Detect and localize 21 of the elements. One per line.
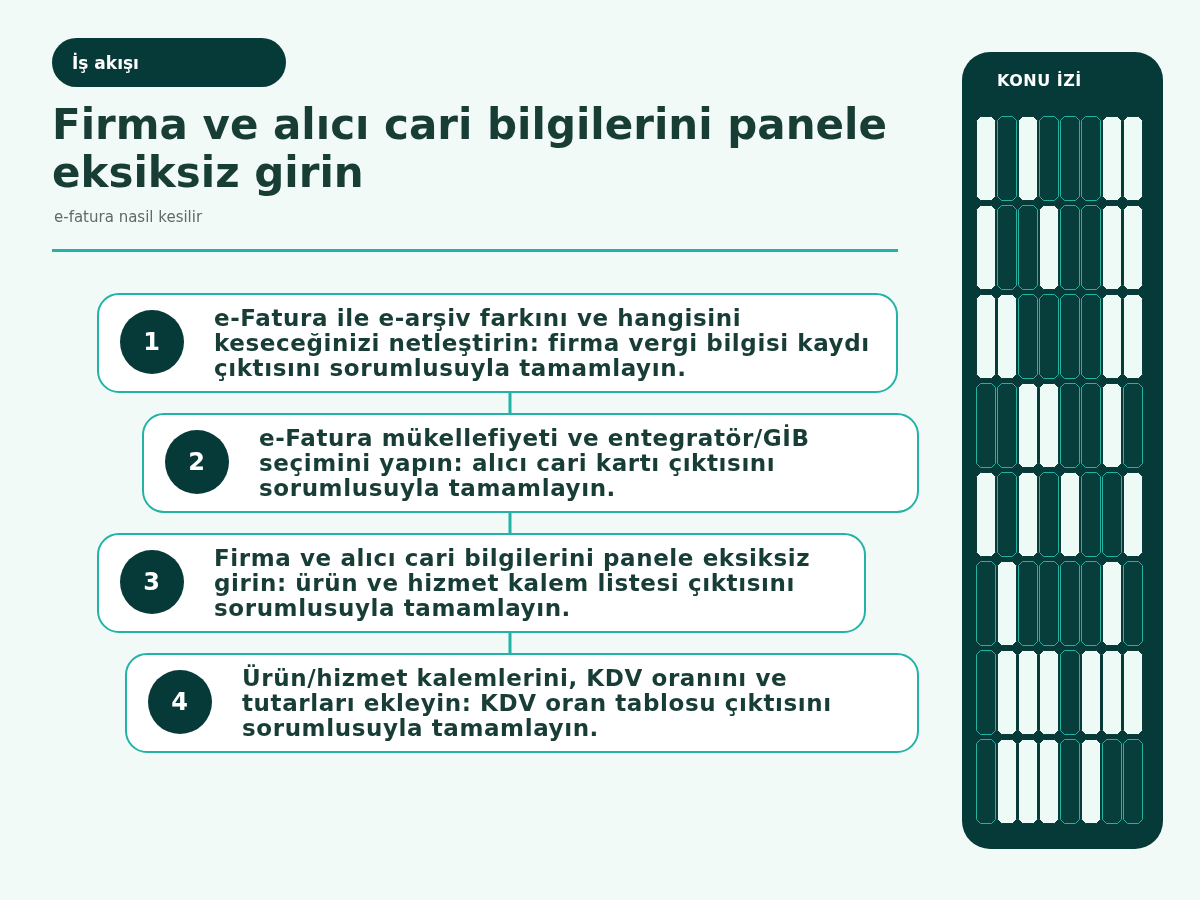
connector-line <box>508 633 512 653</box>
connector-line <box>508 393 512 413</box>
step-text: Firma ve alıcı cari bilgilerini panele eksiksiz girin: ürün ve hizmet kalem listesi çıktısını sorumlusuyla tamamlayın. <box>214 545 811 621</box>
connector-line <box>508 513 512 533</box>
step-text: e-Fatura mükellefiyeti ve entegratör/GİB seçimini yapın: alıcı cari kartı çıktısını sorumlusuyla tamamlayın. <box>259 425 810 501</box>
step-card <box>97 533 866 633</box>
tag-pill <box>52 38 286 87</box>
step-number: 4 <box>171 688 189 716</box>
step-number: 3 <box>143 568 161 596</box>
title: Firma ve alıcı cari bilgilerini panele eksiksiz girin <box>52 101 888 197</box>
subtitle: e-fatura nasil kesilir <box>54 208 203 226</box>
step-text: e-Fatura ile e-arşiv farkını ve hangisini keseceğinizi netleştirin: firma vergi bilgisi kaydı çıktısını sorumlusuyla tamamlayın. <box>214 305 870 381</box>
step-text: Ürün/hizmet kalemlerini, KDV oranını ve tutarları ekleyin: KDV oran tablosu çıktısını sorumlusuyla tamamlayın. <box>242 665 832 741</box>
step-card <box>97 293 898 393</box>
tag-label: İş akışı <box>72 52 139 73</box>
side-panel <box>962 52 1163 849</box>
step-number: 1 <box>143 328 161 356</box>
step-card <box>142 413 919 513</box>
step-number: 2 <box>188 448 206 476</box>
panel-heading: KONU İZİ <box>997 71 1082 91</box>
step-card <box>125 653 919 753</box>
